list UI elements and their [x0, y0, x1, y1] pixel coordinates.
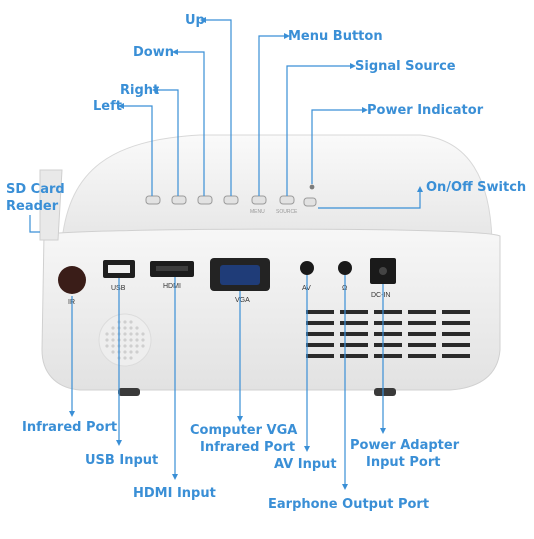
label-on-off-switch: On/Off Switch	[426, 180, 527, 195]
label-power-adapter-line2: Input Port	[366, 455, 441, 470]
left-foot	[118, 388, 140, 396]
label-right: Right	[120, 83, 160, 98]
label-signal-source: Signal Source	[355, 59, 456, 74]
power-indicator-led	[309, 184, 315, 190]
up-button[interactable]	[223, 195, 239, 205]
port-panel: IR USB HDMI VGA AV Ω DC-IN	[58, 258, 396, 306]
callout-lines	[29, 19, 421, 488]
usb-port-caption: USB	[111, 285, 126, 292]
label-computer-vga-line2: Infrared Port	[200, 440, 296, 455]
label-hdmi-input: HDMI Input	[133, 486, 216, 501]
power-button[interactable]	[303, 197, 317, 207]
av-port[interactable]	[300, 261, 314, 275]
sd-card-slot-side	[39, 169, 63, 241]
projector-front-panel	[41, 228, 501, 391]
label-power-indicator: Power Indicator	[367, 103, 484, 118]
source-button[interactable]	[279, 195, 295, 205]
vent-slots	[306, 310, 470, 358]
down-button[interactable]	[197, 195, 213, 205]
source-button-caption: SOURCE	[276, 209, 298, 215]
top-control-buttons: MENU SOURCE	[145, 184, 317, 215]
projector-top-shell	[61, 134, 493, 241]
dc-in-port-caption: DC-IN	[371, 292, 390, 299]
menu-button[interactable]	[251, 195, 267, 205]
speaker-grille	[98, 313, 152, 367]
label-earphone-output-port: Earphone Output Port	[268, 497, 430, 512]
label-infrared-port: Infrared Port	[22, 420, 118, 435]
label-up: Up	[185, 13, 205, 28]
label-usb-input: USB Input	[85, 453, 159, 468]
label-sd-card-line2: Reader	[6, 199, 59, 214]
hdmi-port-caption: HDMI	[163, 283, 181, 290]
left-button[interactable]	[145, 195, 161, 205]
label-power-adapter-line1: Power Adapter	[350, 438, 460, 453]
label-sd-card-line1: SD Card	[6, 182, 65, 197]
earphone-port[interactable]	[338, 261, 352, 275]
right-button[interactable]	[171, 195, 187, 205]
label-computer-vga-line1: Computer VGA	[190, 423, 298, 438]
label-down: Down	[133, 45, 174, 60]
label-menu-button: Menu Button	[288, 29, 383, 44]
right-foot	[374, 388, 396, 396]
infrared-port	[58, 266, 86, 294]
vga-port-caption: VGA	[235, 297, 250, 304]
callout-arrowheads	[69, 17, 423, 490]
label-left: Left	[93, 99, 122, 114]
menu-button-caption: MENU	[250, 209, 265, 215]
label-av-input: AV Input	[274, 457, 337, 472]
